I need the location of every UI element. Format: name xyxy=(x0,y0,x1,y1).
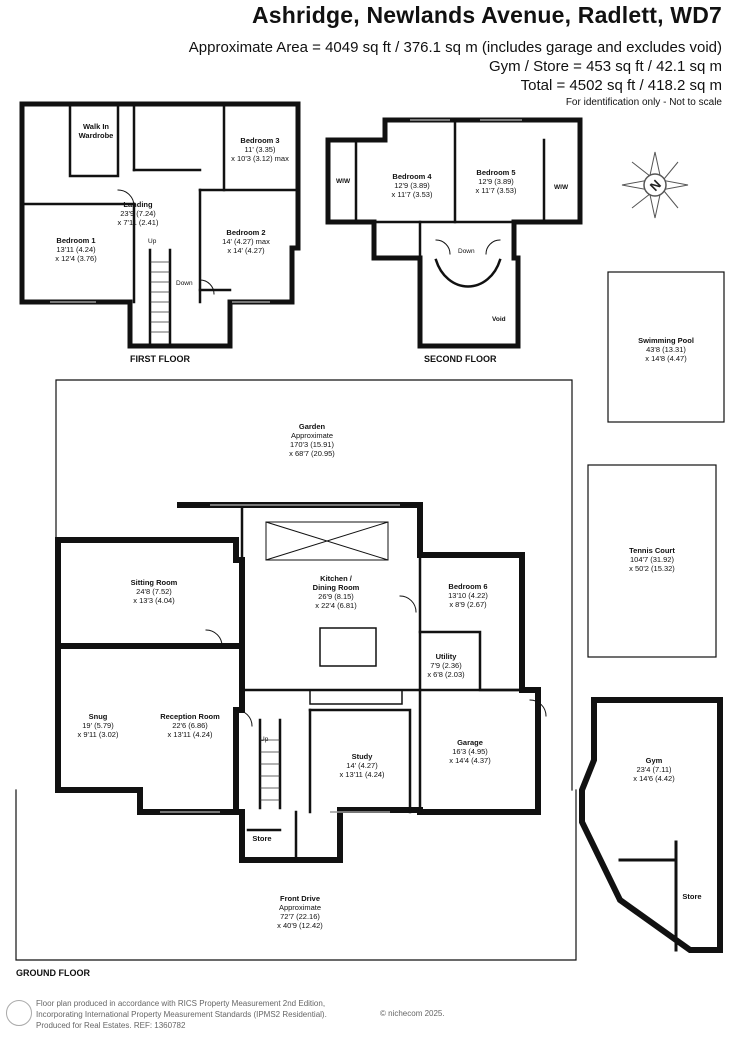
first-floor-label: FIRST FLOOR xyxy=(130,354,190,364)
wiw-left-label: WIW xyxy=(336,178,351,185)
kitchen-skylight xyxy=(265,521,389,561)
stairs-up-first-label: Up xyxy=(148,238,157,245)
gym-walls xyxy=(579,697,723,953)
kitchen-counter xyxy=(309,689,403,705)
area-approximate: Approximate Area = 4049 sq ft / 376.1 sq… xyxy=(188,39,722,56)
identification-note: For identification only - Not to scale xyxy=(565,97,722,108)
footer-copyright: © nichecom 2025. xyxy=(380,1009,445,1018)
stairs xyxy=(150,261,280,801)
nichecom-logo-icon xyxy=(6,1000,32,1026)
page-title: Ashridge, Newlands Avenue, Radlett, WD7 xyxy=(251,2,722,28)
area-total: Total = 4502 sq ft / 418.2 sq m xyxy=(520,77,722,94)
first-floor-interior xyxy=(20,102,300,348)
ground-floor-walls xyxy=(55,502,541,863)
area-gym-store: Gym / Store = 453 sq ft / 42.1 sq m xyxy=(488,58,722,75)
footer-line2: Incorporating International Property Mea… xyxy=(36,1010,327,1019)
windows xyxy=(50,119,522,813)
stairs-down-first-label: Down xyxy=(176,280,193,287)
north-compass-icon: N xyxy=(621,151,689,219)
door-swings xyxy=(117,189,547,727)
ground-floor-interior xyxy=(240,503,540,862)
front-drive-boundary xyxy=(15,789,577,961)
wiw-right-label: WIW xyxy=(554,184,569,191)
garden-boundary xyxy=(55,379,573,791)
stairs-down-second-label: Down xyxy=(458,248,475,255)
second-floor-label: SECOND FLOOR xyxy=(424,354,497,364)
void-label: Void xyxy=(492,316,506,323)
swimming-pool-outline xyxy=(607,271,725,423)
kitchen-island xyxy=(319,627,377,667)
second-floor-interior xyxy=(354,118,546,288)
footer-line1: Floor plan produced in accordance with R… xyxy=(36,999,326,1008)
stairs-up-ground-label: Up xyxy=(260,736,269,743)
footer-text: Floor plan produced in accordance with R… xyxy=(36,998,327,1031)
store-ground-label: Store xyxy=(252,834,272,843)
ground-floor-label: GROUND FLOOR xyxy=(16,968,90,978)
footer-line3: Produced for Real Estates. REF: 1360782 xyxy=(36,1021,186,1030)
tennis-court-outline xyxy=(587,464,717,658)
store-gym-label: Store xyxy=(682,892,702,901)
walk-in-wardrobe-label: Walk In Wardrobe xyxy=(78,122,114,140)
